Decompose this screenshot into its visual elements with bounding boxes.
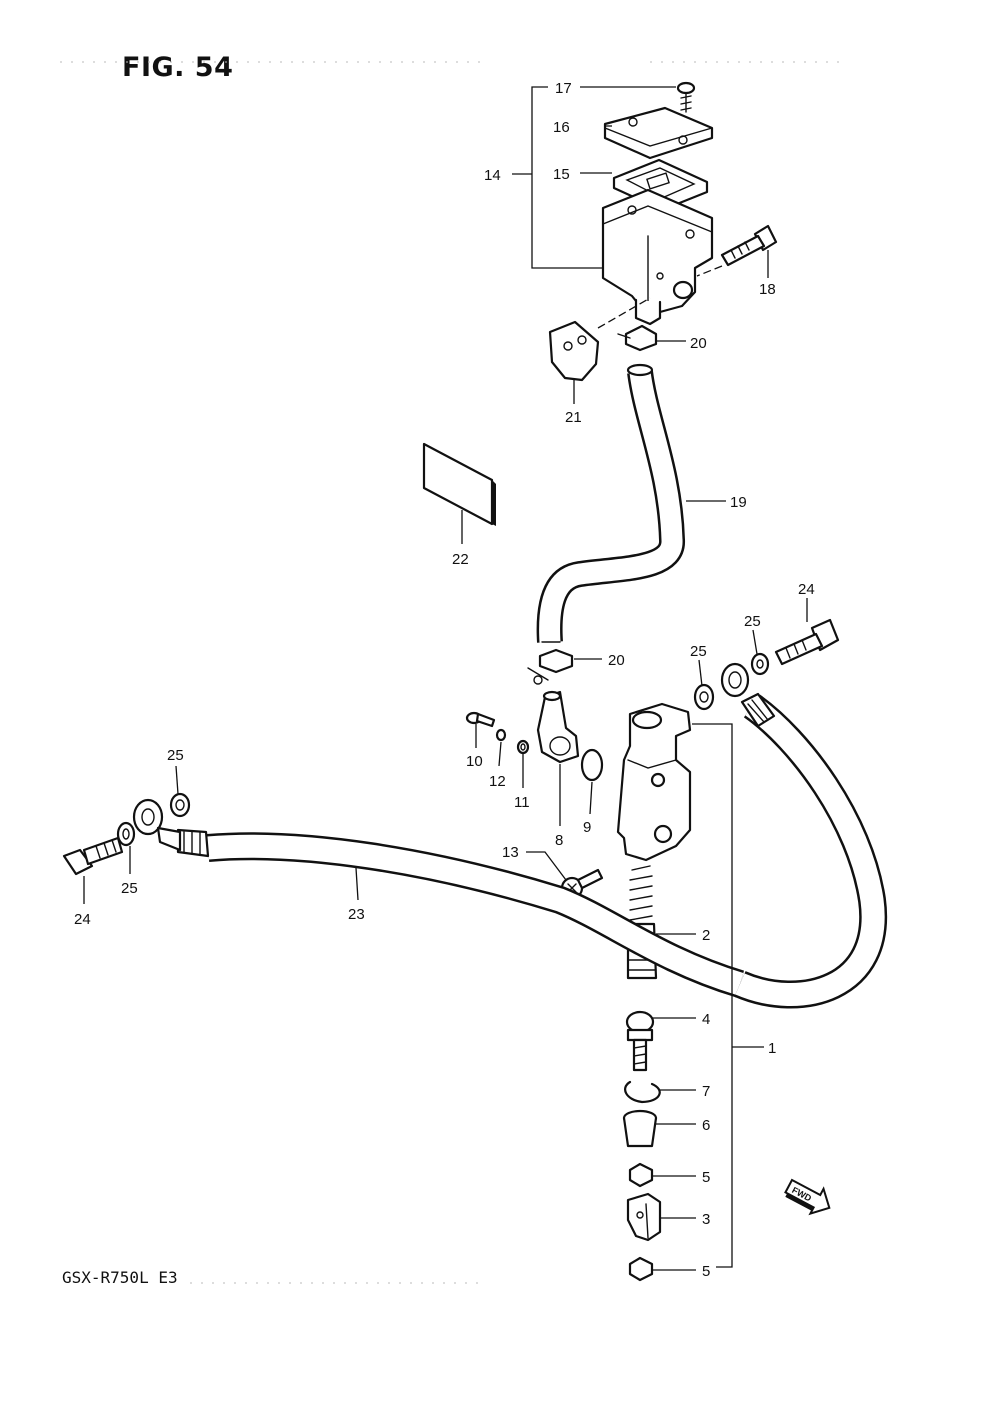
model-code: GSX-R750L E3 (62, 1268, 178, 1287)
banjo-bolt-24-left (62, 836, 124, 876)
label-card-22 (422, 442, 496, 526)
callout-17: 17 (555, 80, 572, 97)
callout-24-left: 24 (74, 911, 91, 928)
callout-5-upper: 5 (702, 1169, 710, 1186)
washer-12 (495, 728, 507, 742)
screw-10 (465, 711, 496, 728)
callout-14: 14 (484, 167, 501, 184)
callout-11: 11 (514, 794, 530, 811)
callout-8: 8 (555, 832, 563, 849)
washer-25-c (169, 792, 191, 818)
callout-9: 9 (583, 819, 591, 836)
screw-17 (676, 81, 696, 113)
callout-10: 10 (466, 753, 483, 770)
washer-25-d (116, 821, 136, 847)
push-rod-4 (625, 1010, 655, 1072)
reservoir-body (601, 188, 714, 314)
nut-5-upper (628, 1162, 654, 1188)
callout-18: 18 (759, 281, 776, 298)
callout-20-upper: 20 (690, 335, 707, 352)
leader-lines (83, 86, 808, 1271)
hose-clamp-20-lower (538, 648, 574, 674)
callout-22: 22 (452, 551, 469, 568)
banjo-bolt-24-right (774, 618, 840, 666)
callout-5-lower: 5 (702, 1263, 710, 1280)
callout-19: 19 (730, 494, 747, 511)
scan-noise (60, 61, 840, 1284)
hose-clamp-20-upper (624, 324, 658, 352)
callout-labels: 17 16 15 14 18 20 21 19 22 20 24 25 25 2… (74, 80, 815, 1280)
callout-16: 16 (553, 119, 570, 136)
clevis-3 (626, 1192, 662, 1242)
callout-25-d: 25 (121, 880, 138, 897)
callout-15: 15 (553, 166, 570, 183)
callout-4: 4 (702, 1011, 710, 1028)
figure-title: FIG. 54 (122, 52, 234, 83)
callout-25-b: 25 (690, 643, 707, 660)
fwd-arrow-icon: FWD (784, 1178, 831, 1216)
washer-25-b (693, 683, 715, 711)
callout-25-c: 25 (167, 747, 184, 764)
washer-11 (516, 739, 530, 755)
callout-23: 23 (348, 906, 365, 923)
bolt-18 (720, 224, 778, 267)
inlet-fitting-8 (536, 690, 580, 764)
callout-24-right: 24 (798, 581, 815, 598)
hose-fitting-right (720, 662, 776, 728)
callout-25-a: 25 (744, 613, 761, 630)
callout-3: 3 (702, 1211, 710, 1228)
washer-25-a (750, 652, 770, 676)
nut-5-lower (628, 1256, 654, 1282)
reservoir-cap-16 (603, 106, 714, 160)
hose-fitting-left (132, 798, 210, 858)
dust-boot-6 (622, 1109, 658, 1148)
callout-6: 6 (702, 1117, 710, 1134)
mounting-plate-21 (548, 320, 600, 382)
callout-20-lower: 20 (608, 652, 625, 669)
circlip-7 (624, 1080, 661, 1104)
callout-7: 7 (702, 1083, 710, 1100)
callout-21: 21 (565, 409, 582, 426)
reservoir-assembly (548, 81, 778, 382)
callout-12: 12 (489, 773, 506, 790)
o-ring-9 (580, 748, 604, 782)
callout-13: 13 (502, 844, 519, 861)
callout-2: 2 (702, 927, 710, 944)
master-cylinder-body (616, 702, 692, 862)
callout-1: 1 (768, 1040, 776, 1057)
